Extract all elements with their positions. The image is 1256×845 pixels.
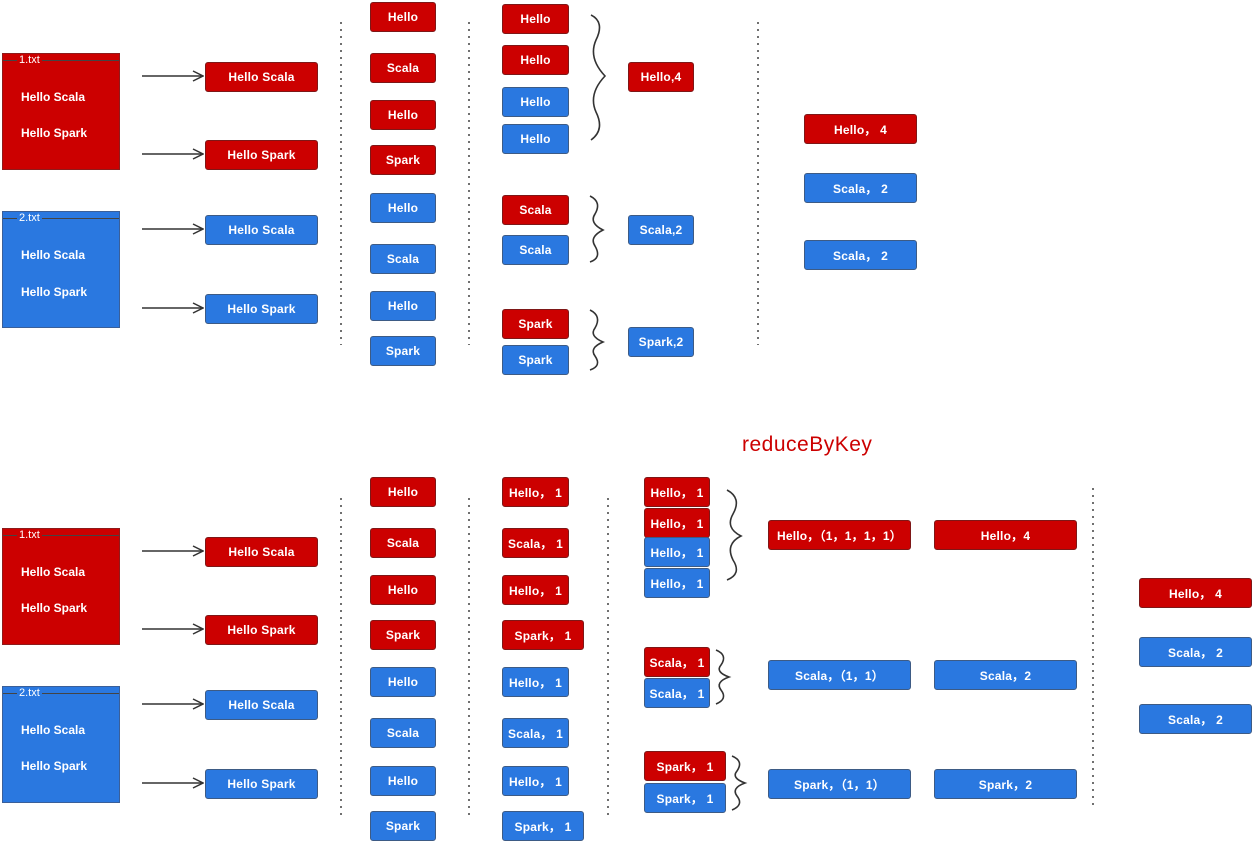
grouped-word-box: Hello (502, 45, 569, 75)
grouped-word-box: Hello (502, 4, 569, 34)
word-box: Hello (370, 575, 436, 605)
pair-box: Hello， 1 (502, 766, 569, 796)
file-line: Hello Scala (21, 565, 86, 579)
line-box: Hello Spark (205, 615, 318, 645)
word-box: Spark (370, 336, 436, 366)
line-box: Hello Scala (205, 537, 318, 567)
line-box: Hello Scala (205, 215, 318, 245)
line-box: Hello Scala (205, 62, 318, 92)
line-box: Hello Spark (205, 140, 318, 170)
word-box: Scala (370, 528, 436, 558)
count-box: Scala,2 (628, 215, 694, 245)
file-line: Hello Spark (21, 759, 88, 773)
grouped-word-box: Scala (502, 195, 569, 225)
file-line: Hello Scala (21, 723, 86, 737)
grouped-pair-box: Hello， 1 (644, 477, 710, 507)
grouped-pair-box: Scala， 1 (644, 647, 710, 677)
file-header-rule (3, 693, 119, 694)
reduced-box: Scala，2 (934, 660, 1077, 690)
file-line: Hello Spark (21, 126, 88, 140)
file-line: Hello Scala (21, 90, 86, 104)
reduce-by-key-label: reduceByKey (742, 433, 873, 456)
word-box: Spark (370, 145, 436, 175)
pair-box: Hello， 1 (502, 575, 569, 605)
file-line: Hello Spark (21, 285, 88, 299)
group-brace (726, 489, 743, 581)
word-box: Hello (370, 100, 436, 130)
file-line: Hello Spark (21, 601, 88, 615)
result-box: Scala， 2 (1139, 637, 1252, 667)
pair-box: Scala， 1 (502, 718, 569, 748)
file-name: 2.txt (17, 212, 42, 224)
file-1-txt: 1.txt Hello Scala Hello Spark (2, 528, 120, 645)
grouped-pair-box: Hello， 1 (644, 568, 710, 598)
pair-box: Hello， 1 (502, 667, 569, 697)
file-name: 1.txt (17, 54, 42, 66)
pair-box: Spark， 1 (502, 620, 584, 650)
pair-box: Spark， 1 (502, 811, 584, 841)
file-name: 2.txt (17, 687, 42, 699)
grouped-pair-box: Hello， 1 (644, 508, 710, 538)
word-box: Hello (370, 2, 436, 32)
grouped-word-box: Spark (502, 309, 569, 339)
word-box: Hello (370, 766, 436, 796)
grouped-pair-box: Spark， 1 (644, 751, 726, 781)
line-box: Hello Spark (205, 769, 318, 799)
line-box: Hello Scala (205, 690, 318, 720)
grouped-word-box: Hello (502, 124, 569, 154)
group-brace (590, 14, 607, 141)
word-box: Hello (370, 193, 436, 223)
result-box: Hello， 4 (1139, 578, 1252, 608)
count-box: Hello,4 (628, 62, 694, 92)
grouped-word-box: Scala (502, 235, 569, 265)
word-box: Hello (370, 667, 436, 697)
grouped-pair-box: Spark， 1 (644, 783, 726, 813)
file-header-rule (3, 218, 119, 219)
file-2-txt: 2.txt Hello Scala Hello Spark (2, 211, 120, 328)
grouped-word-box: Spark (502, 345, 569, 375)
reduced-box: Hello，4 (934, 520, 1077, 550)
result-box: Scala， 2 (804, 240, 917, 270)
pair-box: Scala， 1 (502, 528, 569, 558)
list-box: Hello，（1，1，1，1） (768, 520, 911, 550)
word-box: Scala (370, 53, 436, 83)
group-brace (715, 649, 732, 705)
list-box: Scala，（1，1） (768, 660, 911, 690)
reduced-box: Spark，2 (934, 769, 1077, 799)
count-box: Spark,2 (628, 327, 694, 357)
word-box: Scala (370, 718, 436, 748)
result-box: Scala， 2 (804, 173, 917, 203)
grouped-word-box: Hello (502, 87, 569, 117)
group-brace (731, 755, 748, 811)
grouped-pair-box: Scala， 1 (644, 678, 710, 708)
result-box: Scala， 2 (1139, 704, 1252, 734)
file-name: 1.txt (17, 529, 42, 541)
result-box: Hello， 4 (804, 114, 917, 144)
file-header-rule (3, 535, 119, 536)
file-header-rule (3, 60, 119, 61)
list-box: Spark，（1，1） (768, 769, 911, 799)
word-box: Scala (370, 244, 436, 274)
word-box: Spark (370, 620, 436, 650)
file-1-txt: 1.txt Hello Scala Hello Spark (2, 53, 120, 170)
file-2-txt: 2.txt Hello Scala Hello Spark (2, 686, 120, 803)
line-box: Hello Spark (205, 294, 318, 324)
grouped-pair-box: Hello， 1 (644, 537, 710, 567)
pair-box: Hello， 1 (502, 477, 569, 507)
group-brace (589, 309, 606, 371)
word-box: Spark (370, 811, 436, 841)
group-brace (589, 195, 605, 263)
word-box: Hello (370, 477, 436, 507)
file-line: Hello Scala (21, 248, 86, 262)
word-box: Hello (370, 291, 436, 321)
